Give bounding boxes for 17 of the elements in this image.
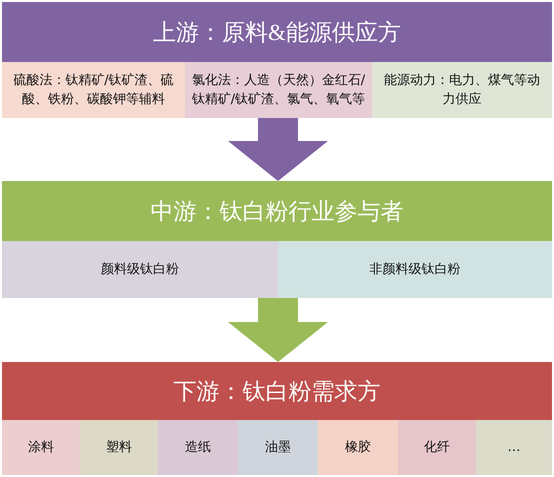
stage-header: 中游：钛白粉行业参与者 bbox=[2, 181, 552, 241]
arrow bbox=[228, 298, 328, 362]
arrow bbox=[228, 118, 328, 181]
category-box: 造纸 bbox=[158, 420, 238, 475]
category-box: 氯化法：人造（天然）金红石/钛精矿/钛矿渣、氯气、氧气等 bbox=[185, 62, 372, 118]
category-box: 橡胶 bbox=[318, 420, 398, 475]
category-box: 硫酸法：钛精矿/钛矿渣、硫酸、铁粉、碳酸钾等辅料 bbox=[2, 62, 185, 118]
stage-header: 上游：原料&能源供应方 bbox=[2, 2, 552, 62]
category-box: 能源动力：电力、煤气等动力供应 bbox=[372, 62, 552, 118]
category-box: 塑料 bbox=[80, 420, 158, 475]
stage-header: 下游：钛白粉需求方 bbox=[2, 362, 552, 420]
category-box: 涂料 bbox=[2, 420, 80, 475]
category-box: 化纤 bbox=[398, 420, 476, 475]
category-box: 油墨 bbox=[238, 420, 318, 475]
category-box: 非颜料级钛白粉 bbox=[278, 241, 552, 298]
category-box: 颜料级钛白粉 bbox=[2, 241, 278, 298]
category-box: … bbox=[476, 420, 552, 475]
